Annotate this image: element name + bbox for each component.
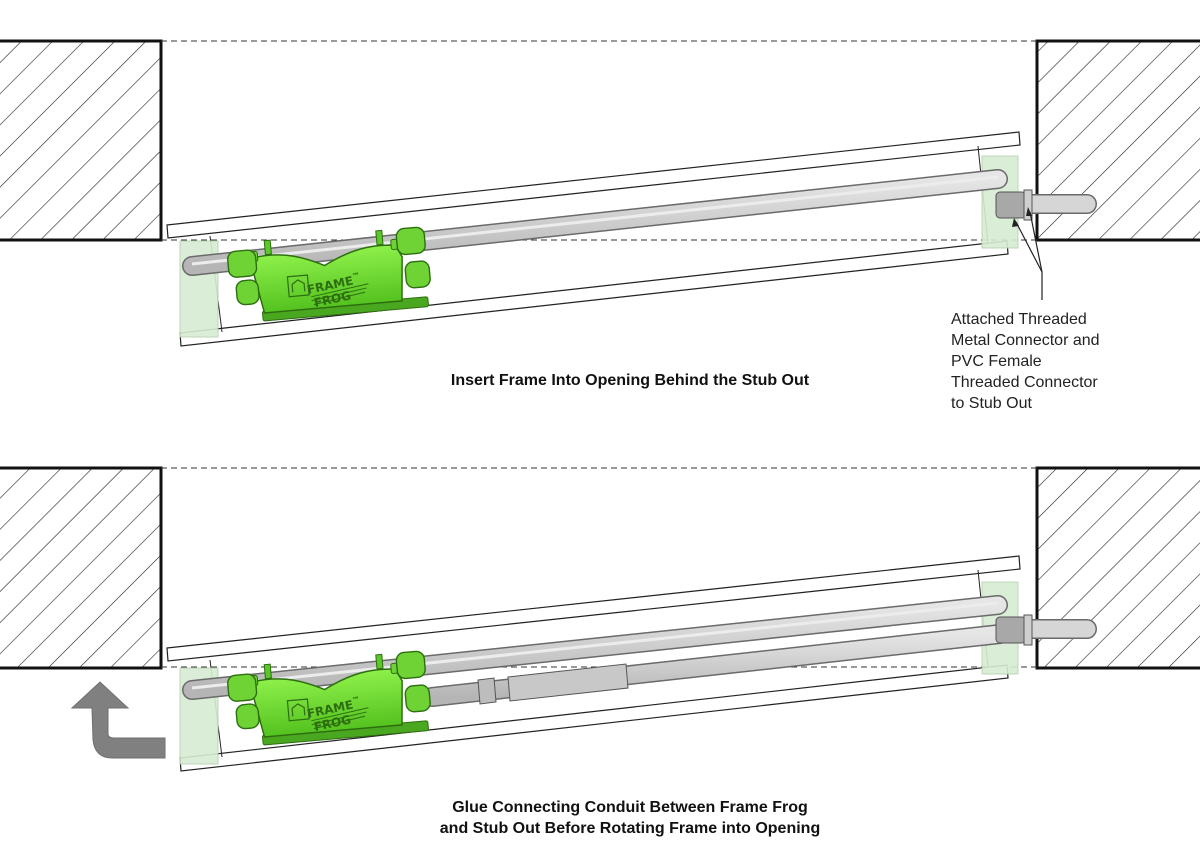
left-wall-bottom — [0, 466, 163, 670]
callout-line-4: Threaded Connector — [951, 374, 1098, 391]
frame-top-rail-2 — [166, 555, 1021, 662]
frame-bottom-rail — [179, 240, 1009, 347]
bottom-panel: FRAME™ FROG — [0, 466, 1200, 772]
logo-tm: ™ — [351, 271, 361, 281]
caption-step2-line1: Glue Connecting Conduit Between Frame Fr… — [452, 799, 808, 816]
curved-arrow-icon — [70, 681, 166, 759]
callout-text: Attached Threaded Metal Connector and PV… — [951, 309, 1191, 414]
caption-step1: Insert Frame Into Opening Behind the Stu… — [450, 372, 810, 389]
callout-line-1: Attached Threaded — [951, 311, 1087, 328]
frame-top-rail — [166, 131, 1021, 239]
top-panel: FRAME™ FROG — [0, 39, 1200, 347]
callout-line-2: Metal Connector and — [951, 332, 1100, 349]
callout-line-5: to Stub Out — [951, 395, 1032, 412]
logo-tm-2: ™ — [351, 695, 361, 705]
threaded-connector-bottom — [995, 616, 1027, 644]
left-wall-top — [0, 39, 163, 242]
coupling-sleeve — [507, 663, 629, 702]
caption-step2: Glue Connecting Conduit Between Frame Fr… — [320, 797, 940, 839]
frame-frog-box-bottom — [225, 649, 434, 749]
coupling-ring — [477, 677, 497, 705]
threaded-connector-top — [995, 191, 1027, 219]
frame-bottom-rail-2 — [179, 664, 1009, 772]
callout-line-3: PVC Female — [951, 353, 1042, 370]
caption-step2-line2: and Stub Out Before Rotating Frame into … — [439, 820, 821, 837]
